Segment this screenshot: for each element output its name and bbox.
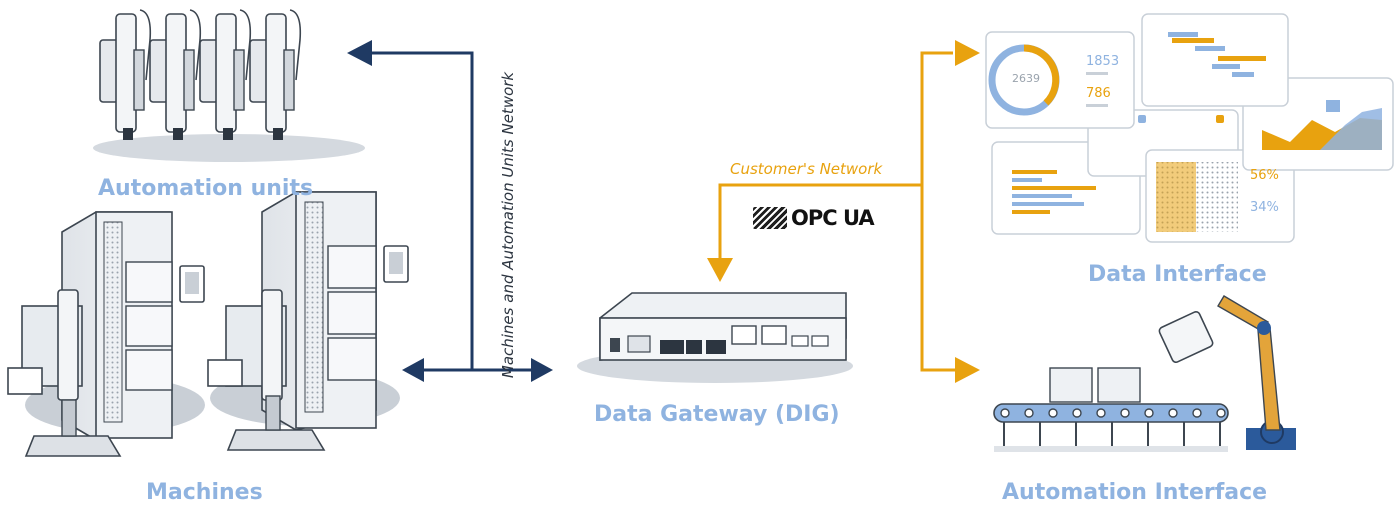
opc-ua-logo: OPC UA [753,206,875,230]
arrow-to-data-interface [955,40,980,66]
automation-units-illustration [93,9,365,162]
machines-network-label: Machines and Automation Units Network [499,71,517,379]
stat-top: 1853 [1086,54,1120,69]
customers-network-connector [718,51,955,372]
arrow-to-machines [402,358,424,382]
machines-label: Machines [146,480,263,505]
data-gateway-label: Data Gateway (DIG) [594,402,840,427]
percent-top: 56% [1250,168,1279,183]
opc-ua-text: OPC UA [791,206,875,230]
data-gateway-device [577,292,853,383]
data-interface-label: Data Interface [1088,262,1267,287]
machines-illustration [7,191,409,457]
percent-bottom: 34% [1250,200,1279,215]
stat-bottom: 786 [1086,86,1111,101]
arrow-to-automation-interface [955,357,980,383]
donut-value: 2639 [1012,72,1040,85]
automation-interface-label: Automation Interface [1002,480,1268,505]
customers-network-label: Customer's Network [730,160,883,178]
automation-interface-illustration [993,295,1296,452]
opc-ua-mark-icon [753,207,787,229]
arrow-to-gateway-orange [707,258,733,282]
machines-network-connector [372,51,535,372]
automation-units-label: Automation units [98,176,314,201]
arrow-to-gateway [531,358,553,382]
data-interface-dashboards [985,13,1394,243]
arrow-to-automation-units [347,40,372,66]
